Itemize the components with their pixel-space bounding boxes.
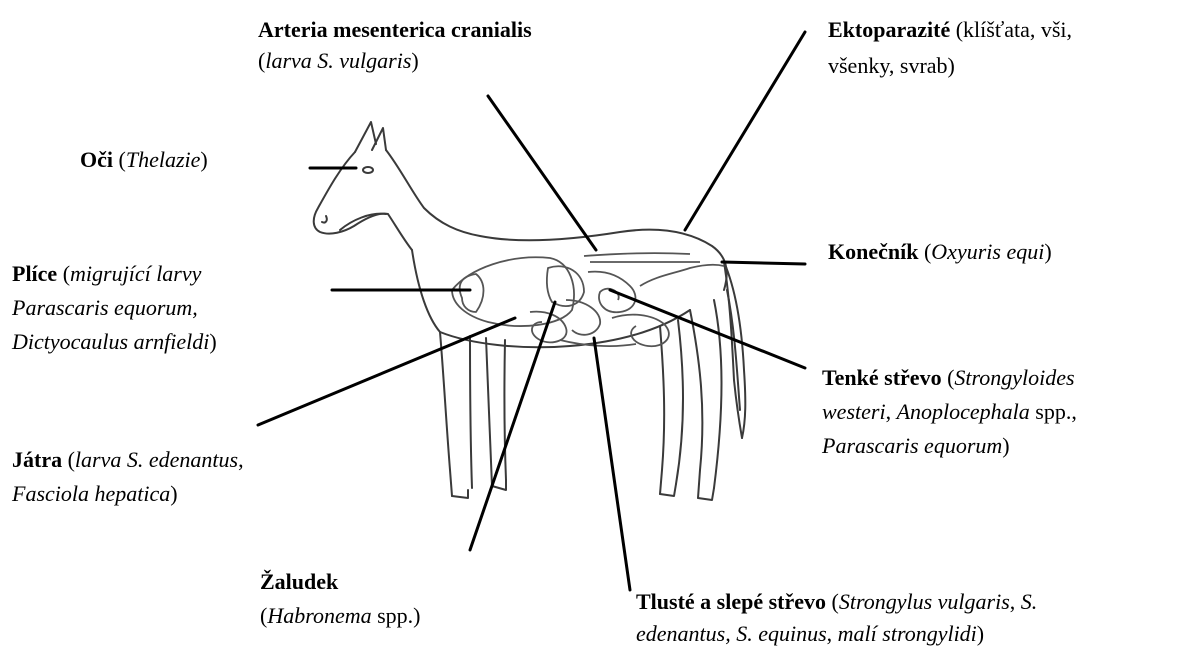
leader-line-ektoparazite <box>685 32 805 230</box>
label-tenke-sep: , <box>886 399 897 424</box>
label-arteria-line1: Arteria mesenterica cranialis <box>258 14 532 45</box>
label-konecnik-species: Oxyuris equi <box>931 239 1044 264</box>
internal-organs <box>452 253 724 346</box>
label-ekto-list: všenky, svrab) <box>828 53 955 78</box>
label-tenke-line2: westeri, Anoplocephala spp., <box>822 396 1077 427</box>
label-tluste-species2a: S. <box>1021 589 1038 614</box>
label-konecnik: Konečník (Oxyuris equi) <box>828 236 1052 267</box>
label-tenke-open: ( <box>942 365 955 390</box>
label-plice-name: Plíce <box>12 261 57 286</box>
label-oci-close: ) <box>200 147 207 172</box>
label-konecnik-close: ) <box>1044 239 1051 264</box>
label-konecnik-open: ( <box>918 239 931 264</box>
label-tluste-open: ( <box>826 589 839 614</box>
label-tluste-line2: edenantus, S. equinus, malí strongylidi) <box>636 618 984 649</box>
leader-line-zaludek <box>470 302 555 550</box>
label-arteria-line2: (larva S. vulgaris) <box>258 45 419 76</box>
leader-line-arteria <box>488 96 596 250</box>
label-zaludek-line2: (Habronema spp.) <box>260 600 421 631</box>
label-ekto-rest: (klíšťata, vši, <box>950 17 1072 42</box>
label-oci-open: ( <box>113 147 126 172</box>
label-oci-name: Oči <box>80 147 113 172</box>
label-arteria-close: ) <box>411 48 418 73</box>
label-zaludek-line1: Žaludek <box>260 566 338 597</box>
label-plice-close: ) <box>209 329 216 354</box>
label-plice-open: ( <box>57 261 70 286</box>
label-tluste-species3: malí strongylidi <box>838 621 977 646</box>
label-tenke-species: westeri <box>822 399 886 424</box>
leader-line-jatra <box>258 318 515 425</box>
label-tluste-close: ) <box>977 621 984 646</box>
label-jatra-species1: larva S. edenantus <box>75 447 238 472</box>
label-jatra-species2: Fasciola hepatica <box>12 481 170 506</box>
label-tenke-genus2: Anoplocephala <box>897 399 1030 424</box>
label-plice-species1: Parascaris equorum, <box>12 295 198 320</box>
horse-outline <box>314 122 746 500</box>
label-plice-line1: Plíce (migrující larvy <box>12 258 201 289</box>
label-jatra-line1: Játra (larva S. edenantus, <box>12 444 244 475</box>
label-plice-species2: Dictyocaulus arnfieldi <box>12 329 209 354</box>
label-tenke-name: Tenké střevo <box>822 365 942 390</box>
label-tluste-line1: Tlusté a slepé střevo (Strongylus vulgar… <box>636 586 1037 617</box>
label-tluste-sep1: , <box>1010 589 1021 614</box>
label-tluste-sep2: , <box>827 621 838 646</box>
leader-line-tluste <box>594 338 630 590</box>
label-zaludek-name: Žaludek <box>260 569 338 594</box>
label-tenke-species3: Parascaris equorum <box>822 433 1002 458</box>
label-zaludek-genus: Habronema <box>267 603 371 628</box>
label-jatra-line2: Fasciola hepatica) <box>12 478 178 509</box>
leader-line-tenke <box>610 290 805 368</box>
label-tluste-species2b: edenantus, S. equinus <box>636 621 827 646</box>
label-plice-desc: migrující larvy <box>70 261 201 286</box>
label-jatra-name: Játra <box>12 447 62 472</box>
label-ekto-name: Ektoparazité <box>828 17 950 42</box>
label-tluste-name: Tlusté a slepé střevo <box>636 589 826 614</box>
label-ekto-line2: všenky, svrab) <box>828 50 955 81</box>
leader-line-konecnik <box>722 262 805 264</box>
label-tenke-line1: Tenké střevo (Strongyloides <box>822 362 1075 393</box>
label-konecnik-name: Konečník <box>828 239 918 264</box>
label-tenke-line3: Parascaris equorum) <box>822 430 1010 461</box>
label-arteria-species: larva S. vulgaris <box>265 48 411 73</box>
label-plice-line3: Dictyocaulus arnfieldi) <box>12 326 217 357</box>
label-tenke-spp: spp., <box>1030 399 1077 424</box>
label-zaludek-spp: spp.) <box>372 603 421 628</box>
label-jatra-close: ) <box>170 481 177 506</box>
label-oci-species: Thelazie <box>126 147 201 172</box>
label-plice-line2: Parascaris equorum, <box>12 292 198 323</box>
label-oci: Oči (Thelazie) <box>80 144 208 175</box>
label-tluste-species1: Strongylus vulgaris <box>839 589 1010 614</box>
label-ekto-line1: Ektoparazité (klíšťata, vši, <box>828 14 1072 45</box>
label-tenke-close: ) <box>1002 433 1009 458</box>
label-arteria-name: Arteria mesenterica cranialis <box>258 17 532 42</box>
label-jatra-open: ( <box>62 447 75 472</box>
label-tenke-genus: Strongyloides <box>954 365 1074 390</box>
label-jatra-comma: , <box>238 447 244 472</box>
